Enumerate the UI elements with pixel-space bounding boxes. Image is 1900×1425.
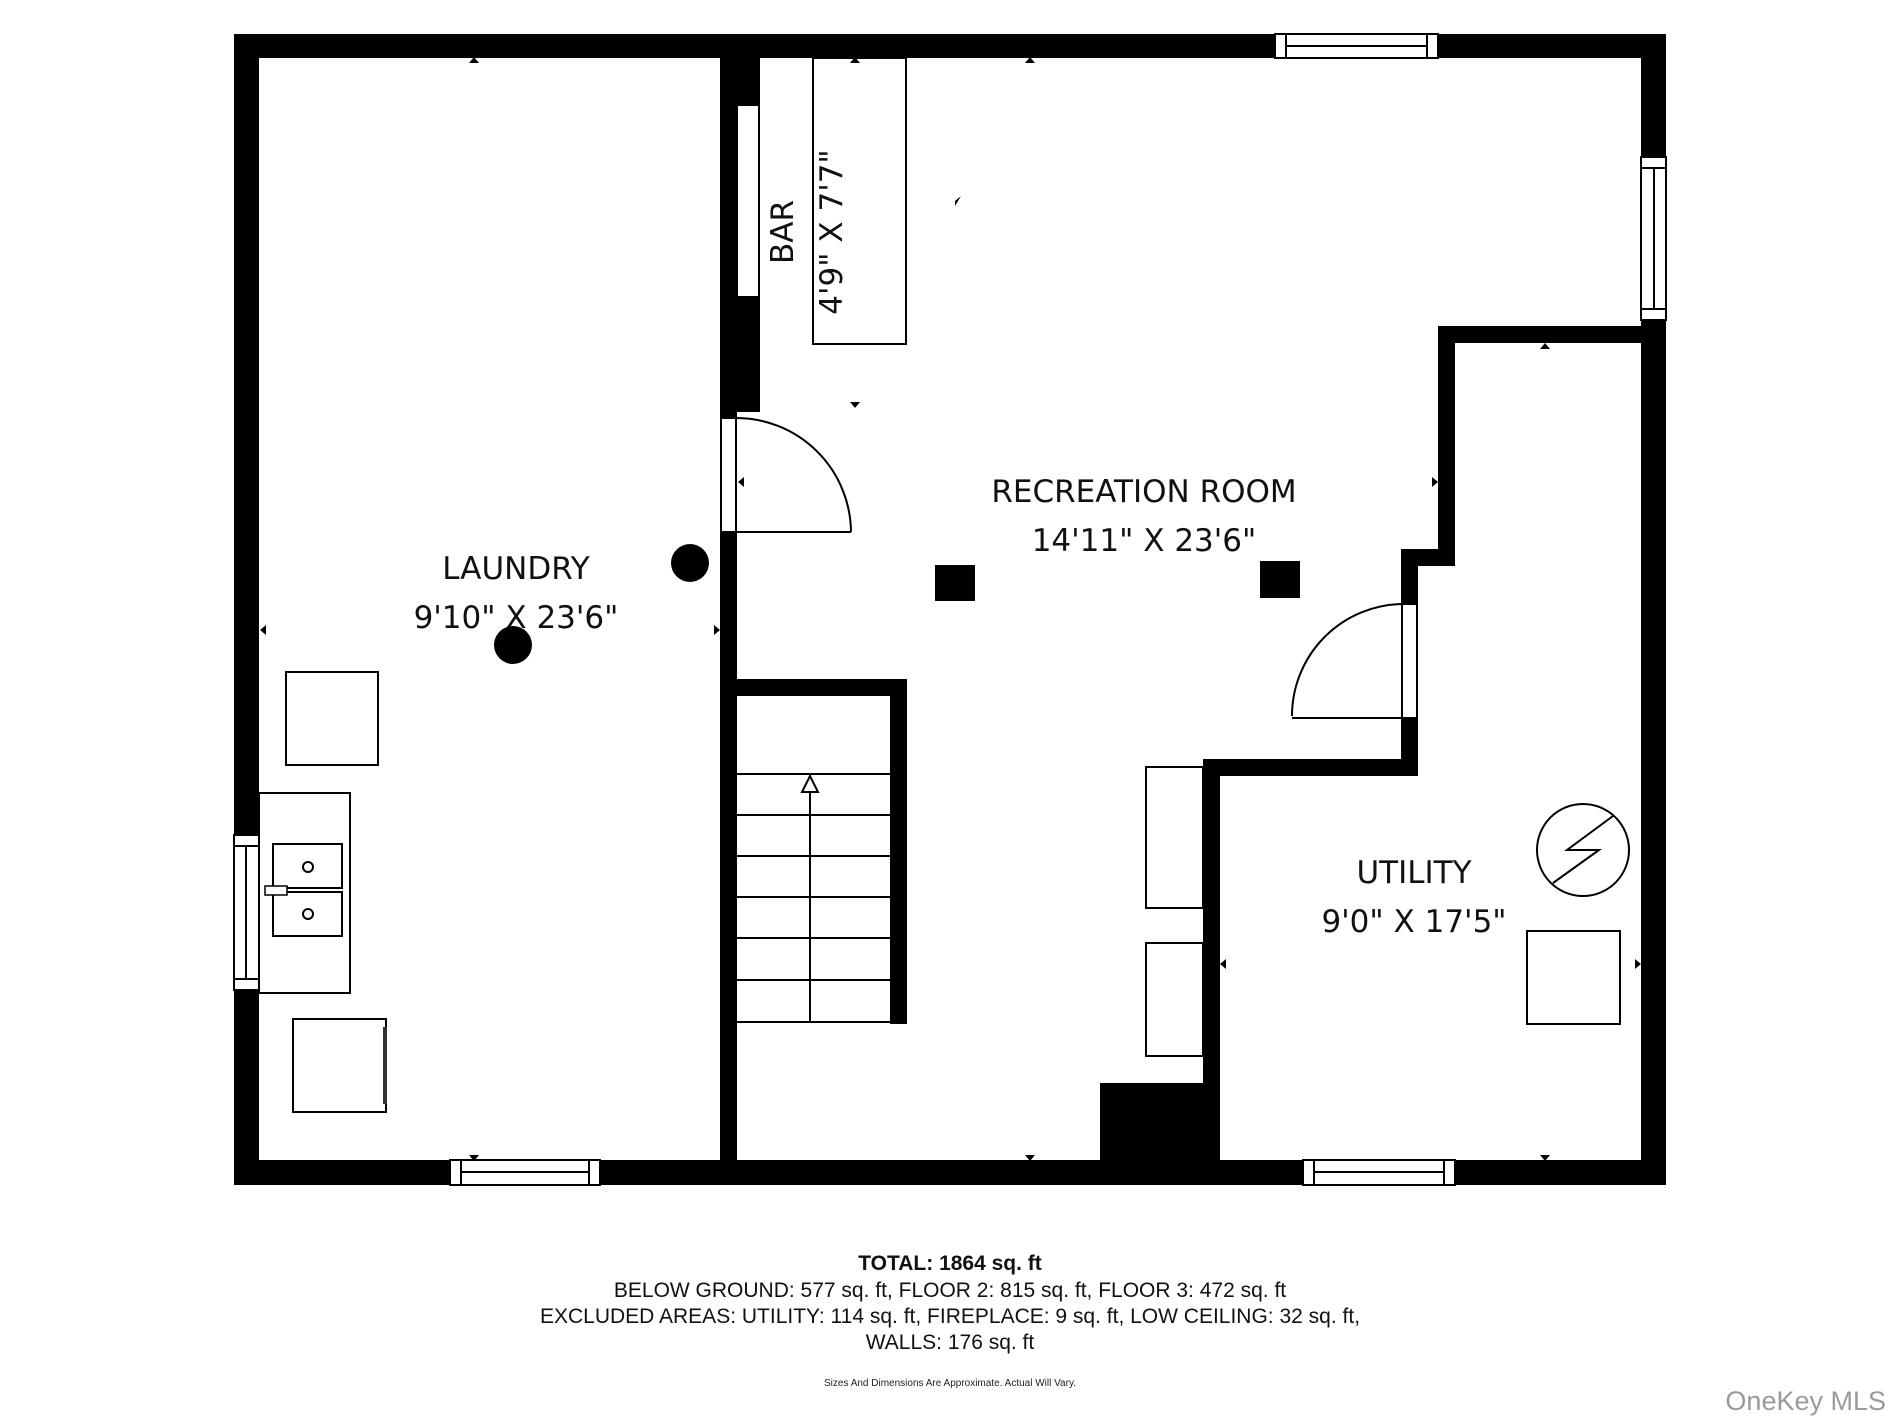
laundry-dims: 9'10" X 23'6" — [414, 600, 619, 636]
door-rec-room — [720, 417, 852, 533]
utility-dims: 9'0" X 17'5" — [1321, 904, 1506, 940]
faucet-icon — [264, 885, 288, 896]
disclaimer: Sizes And Dimensions Are Approximate. Ac… — [824, 1378, 1076, 1389]
post-1 — [671, 544, 709, 582]
stair-up-arrow-icon — [800, 773, 820, 793]
column-1 — [935, 565, 975, 601]
water-heater-icon — [1536, 803, 1630, 897]
window-bottom-utility — [1302, 1159, 1456, 1186]
recreation-name: RECREATION ROOM — [991, 474, 1296, 510]
appliance-2 — [292, 1018, 387, 1113]
bar-name: BAR — [765, 200, 801, 264]
utility-appliance — [1526, 930, 1621, 1025]
laundry-sink — [258, 792, 351, 994]
utility-walls — [1100, 326, 1666, 1185]
watermark-logo: OneKey MLS — [1725, 1386, 1886, 1416]
rec-cabinet-2 — [1145, 942, 1204, 1057]
excluded-areas: EXCLUDED AREAS: UTILITY: 114 sq. ft, FIR… — [539, 1305, 1361, 1328]
window-top — [1274, 33, 1439, 59]
utility-name: UTILITY — [1356, 855, 1471, 891]
total-area: TOTAL: 1864 sq. ft — [858, 1252, 1042, 1275]
walls-area: WALLS: 176 sq. ft — [865, 1331, 1035, 1354]
window-bottom-laundry — [449, 1159, 601, 1186]
appliance-1 — [285, 671, 379, 766]
bar-counter — [812, 57, 907, 345]
laundry-name: LAUNDRY — [442, 551, 589, 587]
post-2 — [494, 626, 532, 664]
recreation-dims: 14'11" X 23'6" — [1032, 523, 1257, 559]
door-utility — [1291, 603, 1418, 719]
bar-dims: 4'9" X 7'7" — [814, 149, 850, 314]
floor-areas: BELOW GROUND: 577 sq. ft, FLOOR 2: 815 s… — [613, 1279, 1287, 1302]
stairwell — [737, 679, 907, 1024]
bar-pass-through — [736, 104, 760, 298]
dimension-markers — [260, 57, 1641, 1161]
rec-cabinet-1 — [1145, 766, 1204, 909]
window-left — [233, 834, 260, 991]
window-right — [1640, 156, 1667, 321]
column-2 — [1260, 561, 1300, 598]
